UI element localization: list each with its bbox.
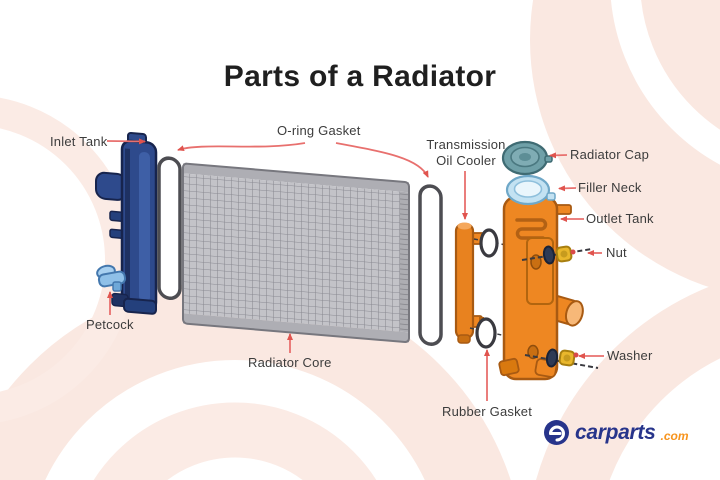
bolt-line [469,327,507,337]
filler-neck-part [505,174,556,206]
background-swirl [93,402,377,480]
label-petcock: Petcock [86,317,134,332]
page-title: Parts of a Radiator [223,60,497,93]
carparts-logo-tld: .com [660,428,689,443]
nut-assembly-part [521,245,593,265]
carparts-logo-icon [544,420,569,445]
rubber-gasket-top-part [479,228,499,258]
leader-o-ring-left [177,142,306,152]
label-transmission-line1: Transmission [426,137,506,152]
rubber-gasket-bottom-part [475,317,497,349]
label-o-ring-gasket: O-ring Gasket [277,123,361,138]
label-washer: Washer [607,348,653,363]
label-filler-neck: Filler Neck [578,180,642,195]
leader-filler-neck [558,185,577,192]
radiator-core-part [182,162,410,344]
inlet-tank-part [95,131,158,315]
washer-assembly-part [524,348,599,369]
o-ring-gasket-right-part [418,184,443,346]
label-outlet-tank: Outlet Tank [586,211,654,226]
carparts-logo-brand: carparts [575,420,656,444]
leader-o-ring-right [335,142,429,178]
label-transmission-oil-cooler: Transmission Oil Cooler [420,137,512,169]
label-nut: Nut [606,245,627,260]
outlet-tank-part [498,195,584,381]
label-transmission-line2: Oil Cooler [436,153,496,168]
background-swirl [0,97,135,423]
leader-lines [106,138,604,401]
radiator-cap-part [501,140,553,176]
label-inlet-tank: Inlet Tank [50,134,108,149]
petcock-part [96,264,127,292]
label-radiator-cap: Radiator Cap [570,147,649,162]
leader-radiator-cap [549,152,568,159]
background-swirl [536,282,720,480]
carparts-logo: carparts .com [543,419,689,446]
leader-inlet-tank [106,138,146,145]
label-rubber-gasket: Rubber Gasket [442,404,533,419]
background-swirl [530,0,720,291]
label-radiator-core: Radiator Core [248,355,332,370]
o-ring-gasket-left-part [157,156,182,301]
